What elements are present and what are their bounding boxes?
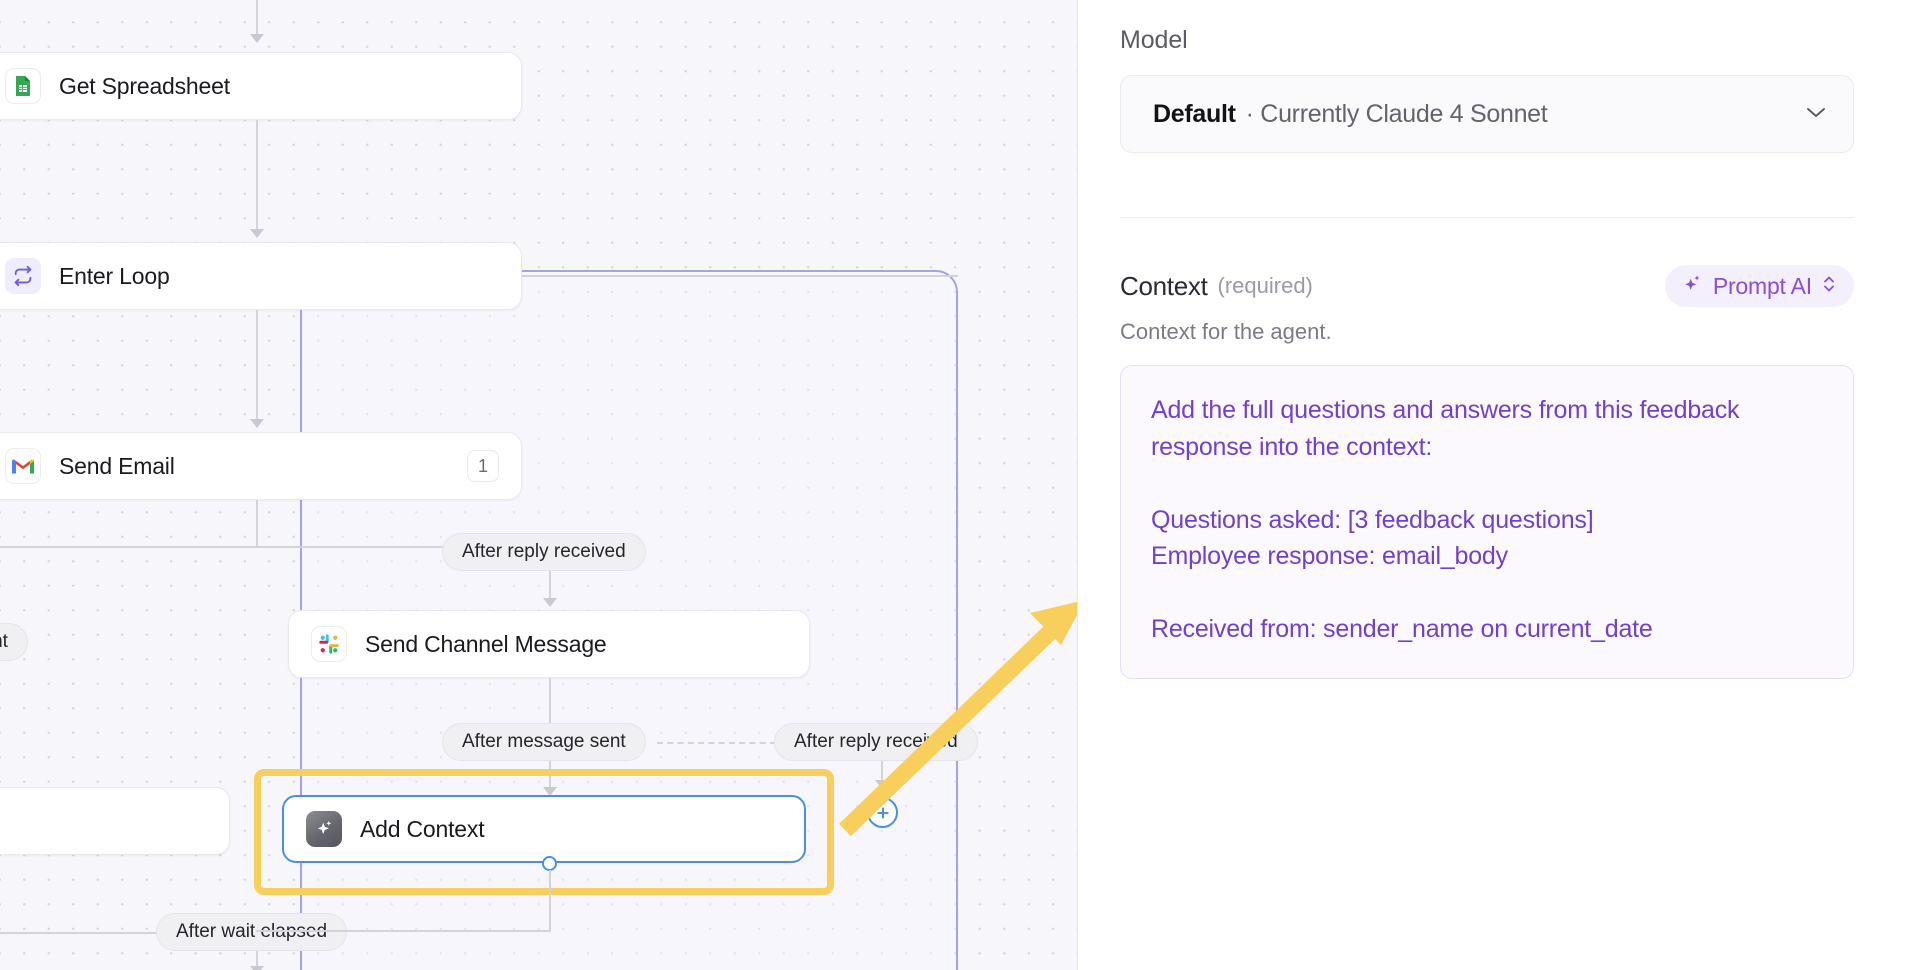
- model-section-label: Model: [1120, 26, 1188, 54]
- edge-dashed-between-labels: [657, 742, 776, 744]
- arrowhead-into-send-email: [250, 419, 264, 428]
- node-add-context[interactable]: Add Context: [282, 795, 806, 863]
- node-output-handle[interactable]: [542, 856, 557, 871]
- arrowhead-into-slack: [543, 598, 557, 607]
- workflow-canvas[interactable]: Get Spreadsheet Enter Loop: [0, 0, 1078, 970]
- edge-loop-to-email: [256, 310, 258, 423]
- edge-email-branch-down: [256, 500, 258, 548]
- edge-loop-to-container: [522, 275, 958, 277]
- loop-icon: [5, 258, 41, 294]
- sparkle-icon: [1681, 273, 1703, 300]
- arrowhead-below-wait-elapsed: [250, 966, 264, 970]
- model-selected-secondary: · Currently Claude 4 Sonnet: [1245, 99, 1548, 128]
- edge-add-context-down: [549, 870, 551, 932]
- edge-spreadsheet-to-loop: [256, 120, 258, 233]
- node-label: Get Spreadsheet: [59, 72, 230, 99]
- node-label: Add Context: [360, 815, 485, 842]
- edge-label-truncated-sent: sent: [0, 623, 28, 661]
- add-node-button[interactable]: [867, 797, 898, 828]
- node-label: Send Channel Message: [365, 630, 607, 657]
- edge-slack-down: [549, 678, 551, 733]
- node-settings-panel: Model Default · Currently Claude 4 Sonne…: [1078, 0, 1926, 970]
- edge-into-get-spreadsheet: [256, 0, 258, 36]
- edge-to-after-wait-elapsed: [0, 932, 165, 934]
- panel-divider: [1120, 217, 1854, 218]
- selection-highlight-add-context: [254, 769, 834, 895]
- context-title: Context: [1120, 270, 1208, 301]
- edge-label-after-reply-received-1: After reply received: [442, 533, 646, 571]
- context-value: Add the full questions and answers from …: [1151, 396, 1740, 643]
- chevron-down-icon: [1805, 105, 1827, 124]
- context-header: Context (required) Prompt AI: [1120, 265, 1854, 307]
- edge-below-wait-elapsed: [256, 951, 258, 970]
- edge-label-text: sent: [0, 631, 8, 652]
- edge-label-text: After wait elapsed: [176, 921, 328, 942]
- node-enter-loop[interactable]: Enter Loop: [0, 242, 522, 310]
- google-sheets-icon: [5, 68, 41, 104]
- context-required-label: (required): [1217, 273, 1313, 298]
- arrowhead-into-get-spreadsheet: [250, 34, 264, 43]
- context-textarea[interactable]: Add the full questions and answers from …: [1120, 365, 1854, 679]
- edge-add-context-left: [256, 930, 551, 932]
- edge-label-after-message-sent: After message sent: [442, 723, 646, 761]
- node-send-channel-message[interactable]: Send Channel Message: [288, 610, 810, 678]
- prompt-ai-label: Prompt AI: [1712, 272, 1812, 299]
- gmail-icon: [5, 448, 41, 484]
- node-send-email[interactable]: Send Email 1: [0, 432, 522, 500]
- node-run-count-badge: 1: [467, 450, 499, 482]
- model-select-dropdown[interactable]: Default · Currently Claude 4 Sonnet: [1120, 75, 1854, 153]
- node-get-spreadsheet[interactable]: Get Spreadsheet: [0, 52, 522, 120]
- slack-icon: [311, 626, 347, 662]
- edge-label-after-reply-received-2: After reply received: [774, 723, 978, 761]
- node-label: Enter Loop: [59, 262, 170, 289]
- edge-email-branch-right: [0, 546, 470, 548]
- model-selected-primary: Default: [1153, 99, 1236, 128]
- canvas-panel-divider: [1077, 0, 1078, 970]
- edge-label-text: After reply received: [462, 541, 626, 562]
- chevron-up-down-icon: [1822, 273, 1836, 300]
- node-label: Send Email: [59, 452, 175, 479]
- edge-into-add-context: [549, 761, 551, 791]
- edge-label-after-wait-elapsed: After wait elapsed: [156, 913, 348, 951]
- edge-into-slack: [549, 571, 551, 603]
- node-partial-offscreen[interactable]: [0, 787, 230, 855]
- arrowhead-above-plus-button: [875, 780, 889, 789]
- sparkle-icon: [306, 811, 342, 847]
- edge-label-text: After reply received: [794, 731, 958, 752]
- arrowhead-into-add-context: [543, 787, 557, 796]
- edge-label-text: After message sent: [462, 731, 626, 752]
- arrowhead-into-enter-loop: [250, 229, 264, 238]
- prompt-ai-button[interactable]: Prompt AI: [1664, 265, 1854, 307]
- context-description: Context for the agent.: [1120, 319, 1332, 344]
